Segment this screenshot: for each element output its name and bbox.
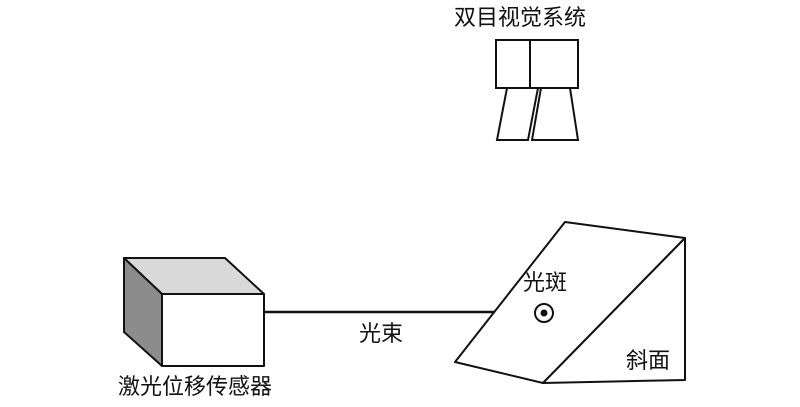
light-spot-label: 光斑 — [523, 271, 568, 296]
stereo-camera — [495, 39, 580, 141]
laser-sensor-label: 激光位移传感器 — [118, 375, 273, 400]
stereo-vision-system-label: 双目视觉系统 — [454, 6, 587, 31]
camera-right-lens — [530, 87, 580, 141]
laser-sensor-box — [123, 257, 265, 367]
slope-label: 斜面 — [626, 349, 671, 374]
camera-left-lens — [495, 87, 540, 141]
light-spot-marker — [534, 303, 554, 323]
camera-left-housing — [495, 39, 531, 89]
slope-block — [454, 221, 686, 384]
sensor-front-face — [161, 293, 265, 367]
beam-label: 光束 — [359, 322, 404, 347]
camera-right-housing — [529, 39, 579, 89]
slope-side — [542, 237, 686, 384]
light-spot-dot — [540, 309, 548, 317]
